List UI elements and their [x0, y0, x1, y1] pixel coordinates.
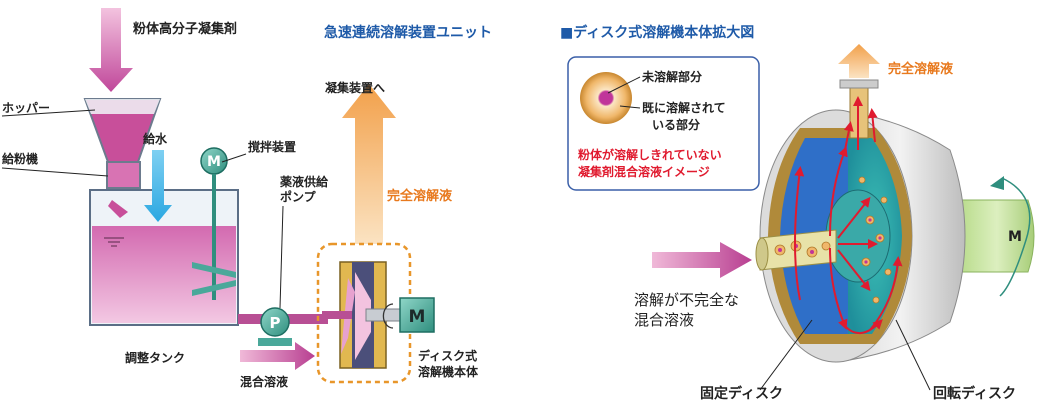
legend-particle-icon	[580, 72, 632, 124]
hopper-label: ホッパー	[2, 101, 50, 115]
powder-coagulant-label: 粉体高分子凝集剤	[133, 21, 237, 37]
disk-motor-icon	[399, 297, 435, 333]
legend-dissolved-line2: いる部分	[652, 117, 700, 132]
particle-cores	[778, 218, 882, 264]
stirrer-blade-2	[192, 280, 236, 296]
incomplete-label-line2: 混合溶液	[634, 311, 694, 329]
to-coagulation-label: 凝集装置へ	[325, 80, 385, 95]
rotating-disk-label: 回転ディスク	[933, 385, 1016, 402]
water-supply-label: 給水	[143, 131, 168, 146]
powder-input-arrow	[89, 8, 133, 92]
disk-unit-label-line1: ディスク式	[418, 348, 477, 363]
powder-feeder	[106, 161, 141, 189]
disk-unit-label-line2: 溶解機本体	[418, 364, 479, 379]
enlarged-title: ■ディスク式溶解機本体拡大図	[560, 24, 754, 41]
right-motor	[959, 199, 1035, 273]
incomplete-label-line1: 溶解が不完全な	[634, 291, 739, 309]
right-complete-solution-label: 完全溶解液	[888, 61, 953, 77]
powder-feeder-label: 給粉機	[2, 151, 38, 166]
adjust-tank-label: 調整タンク	[125, 350, 185, 365]
mixed-solution-arrow	[240, 342, 315, 370]
disk-unit-outline	[316, 242, 412, 384]
right-output-arrow	[838, 44, 880, 78]
stirrer-label: 撹拌装置	[248, 139, 296, 154]
pump-icon	[260, 307, 290, 337]
powder-flow	[108, 200, 128, 218]
water-supply-arrow	[144, 150, 172, 222]
legend-note-line2: 凝集剤混合溶液イメージ	[578, 164, 710, 179]
right-input-arrow	[652, 242, 752, 278]
stirrer-motor-letter: M	[207, 154, 221, 170]
flow-arrows	[794, 96, 903, 334]
unit-title: 急速連続溶解装置ユニット	[324, 24, 492, 41]
pump-letter: P	[270, 314, 281, 332]
disk-motor-letter: M	[409, 307, 426, 327]
pump-label-line2: ポンプ	[280, 189, 317, 204]
output-arrow	[342, 84, 396, 244]
rotation-arrow	[999, 177, 1031, 297]
legend-note-line1: 粉体が溶解しきれていない	[578, 147, 722, 162]
pump-label-line1: 薬液供給	[280, 174, 329, 189]
right-motor-letter: M	[1008, 229, 1022, 245]
complete-solution-label: 完全溶解液	[387, 188, 452, 204]
legend-dissolved-line1: 既に溶解されて	[642, 100, 726, 115]
legend-undissolved: 未溶解部分	[641, 69, 702, 84]
mixed-solution-label: 混合溶液	[240, 374, 288, 389]
stirrer-blade-1	[192, 262, 236, 278]
fixed-disk-label: 固定ディスク	[700, 385, 783, 402]
